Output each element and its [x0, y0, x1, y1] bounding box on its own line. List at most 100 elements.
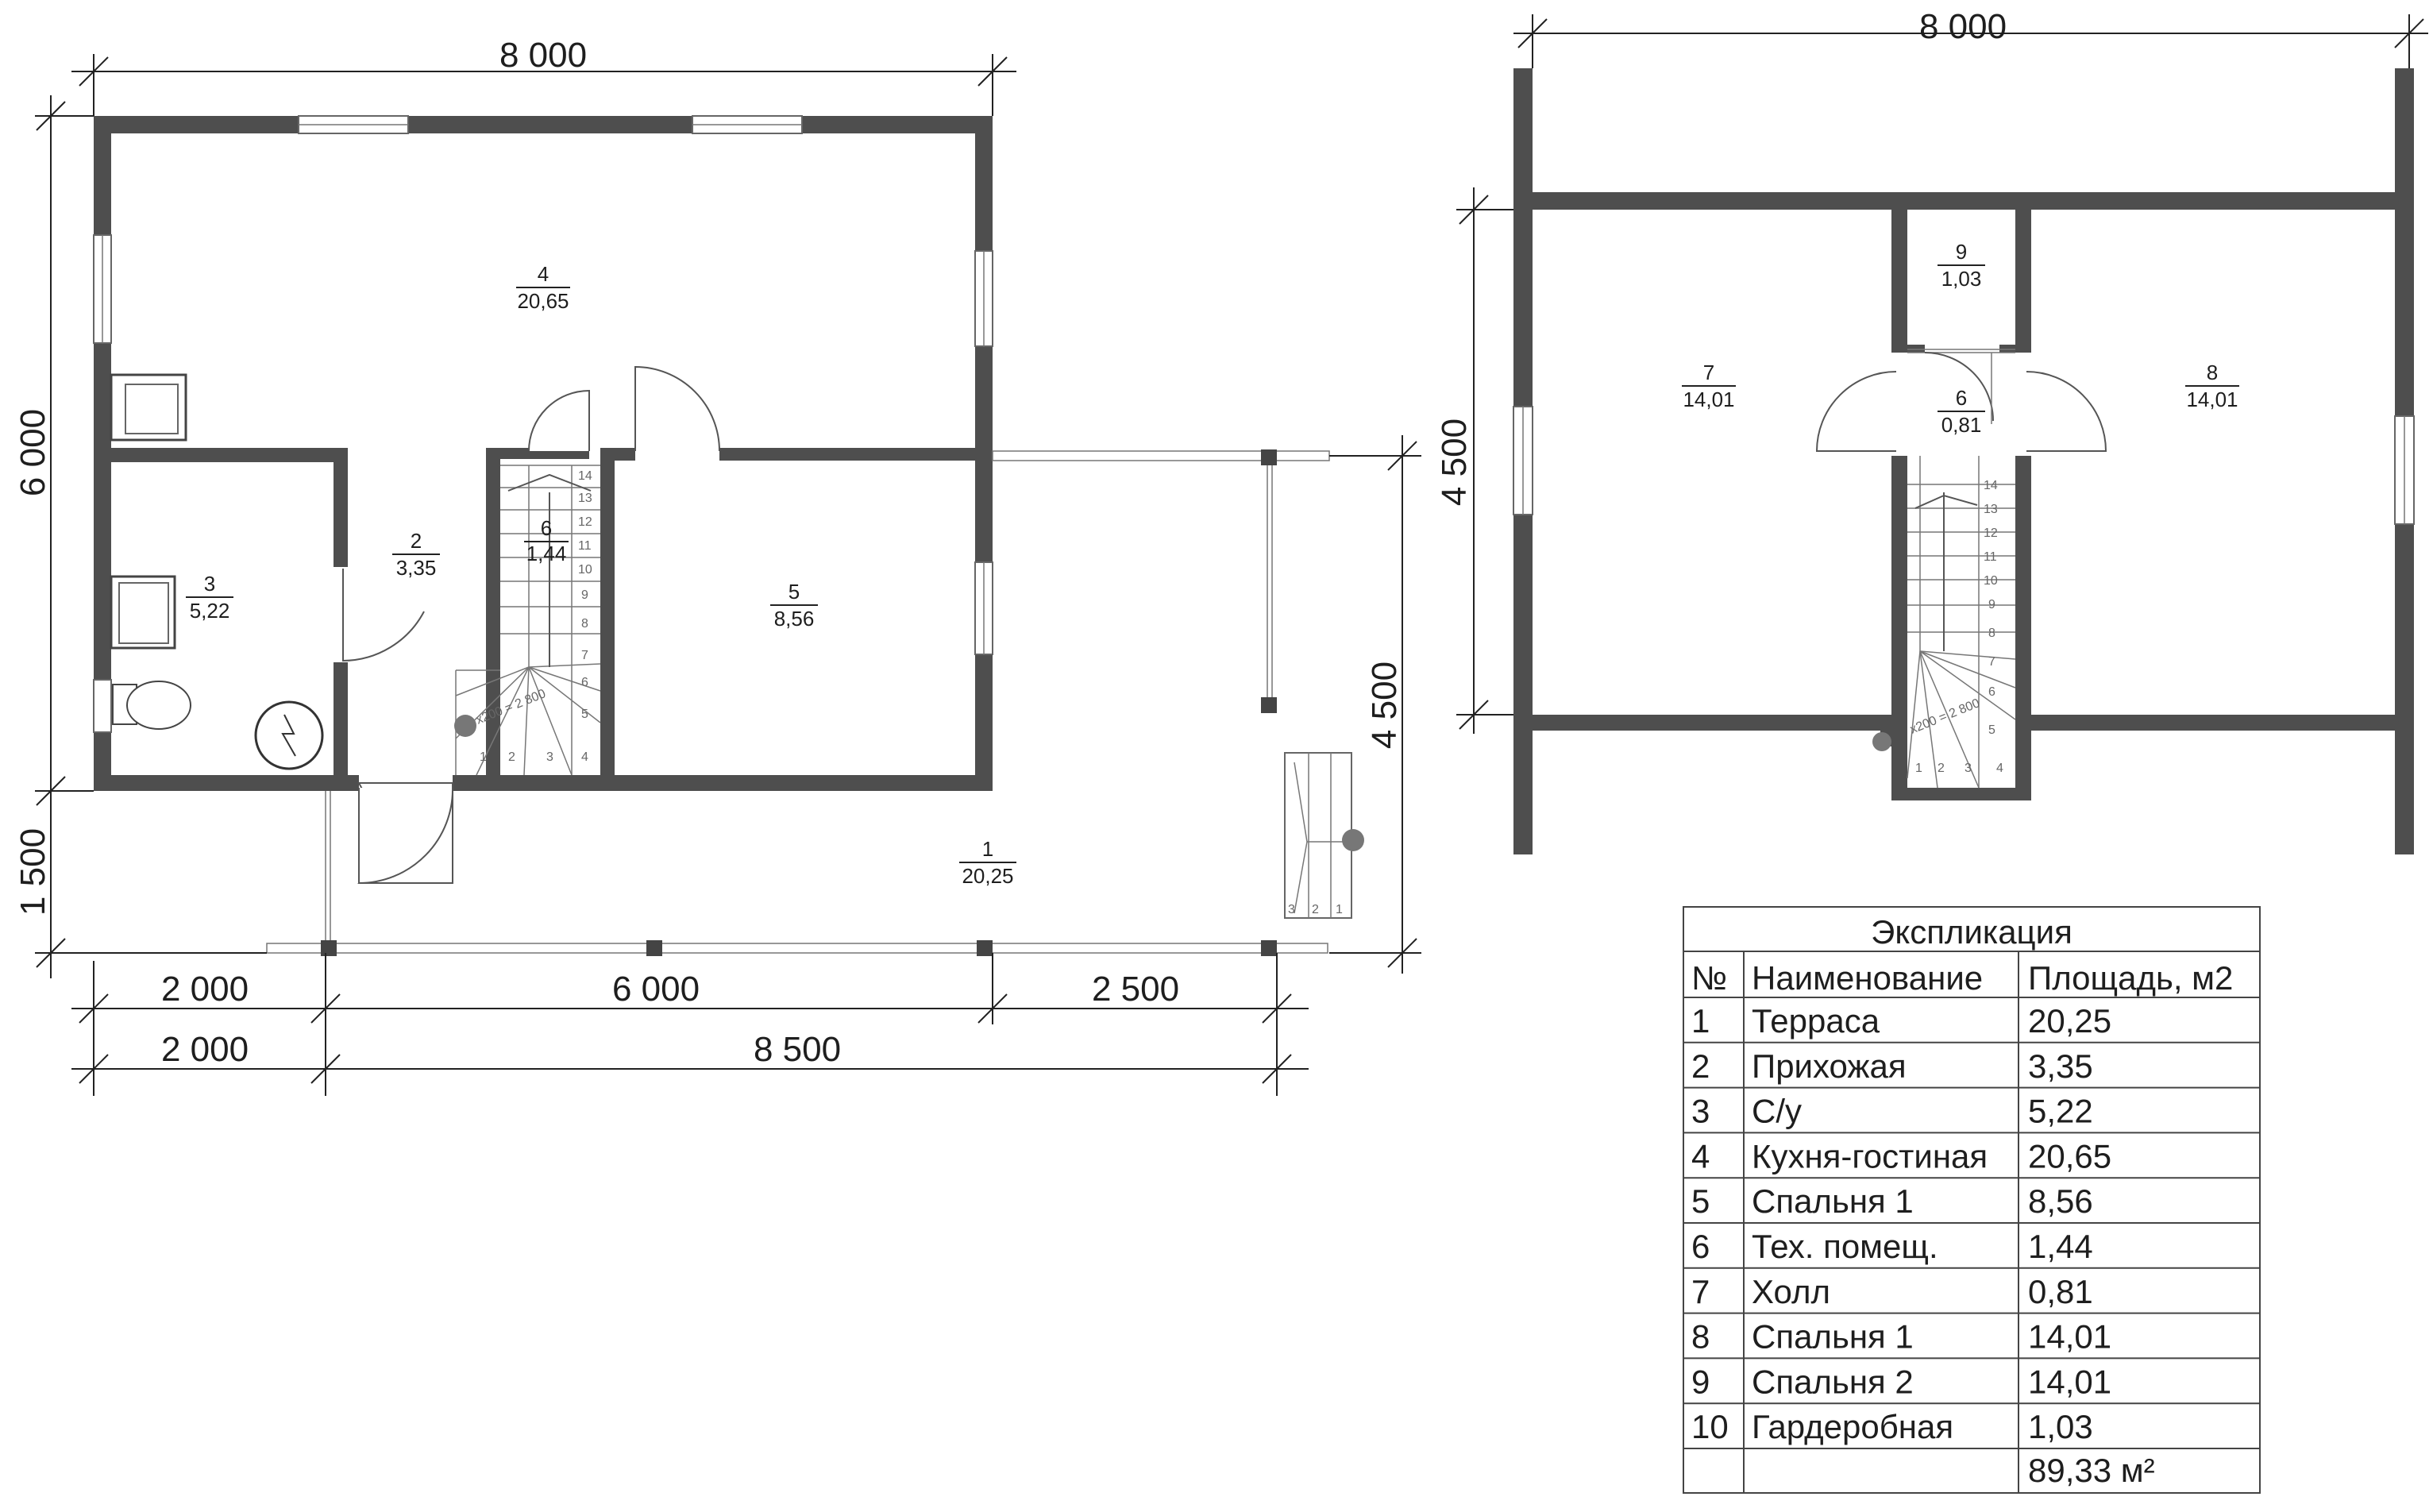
table-cell-area: 1,03 — [2028, 1408, 2093, 1445]
table-cell-name: Гардеробная — [1752, 1408, 1953, 1445]
svg-text:4: 4 — [538, 262, 549, 286]
table-cell-name: Тех. помещ. — [1752, 1228, 1938, 1265]
table-cell-name: С/у — [1752, 1093, 1802, 1130]
svg-text:3: 3 — [204, 572, 215, 596]
svg-text:9: 9 — [1956, 240, 1967, 264]
table-header-area: Площадь, м2 — [2028, 959, 2233, 997]
dim-left-height: 6 000 — [13, 409, 52, 496]
svg-text:10: 10 — [578, 563, 592, 577]
table-cell-area: 20,65 — [2028, 1137, 2111, 1174]
table-cell-num: 9 — [1691, 1363, 1710, 1400]
terrace-railing: 3 2 1 — [266, 449, 1364, 956]
table-cell-name: Терраса — [1752, 1002, 1880, 1040]
svg-text:1: 1 — [480, 750, 487, 764]
second-floor-plan: 8 000 — [1435, 7, 2428, 854]
table-title: Экспликация — [1871, 913, 2072, 951]
room-label-5: 5 8,56 — [770, 580, 818, 631]
svg-text:11: 11 — [1984, 550, 1997, 564]
svg-text:6: 6 — [1956, 386, 1967, 410]
table-cell-num: 4 — [1691, 1137, 1710, 1174]
svg-text:7: 7 — [1703, 361, 1714, 384]
svg-text:8: 8 — [2207, 361, 2218, 384]
table-header-name: Наименование — [1752, 959, 1983, 997]
svg-text:3: 3 — [546, 750, 553, 764]
svg-text:7: 7 — [1988, 655, 1995, 669]
room-label-6-hall: 6 0,81 — [1938, 386, 1985, 437]
svg-text:5: 5 — [1988, 723, 1995, 737]
svg-text:5: 5 — [789, 580, 800, 604]
table-cell-num: 10 — [1691, 1408, 1729, 1445]
table-cell-num: 2 — [1691, 1047, 1710, 1085]
svg-text:2: 2 — [1938, 762, 1945, 775]
explication-table: Экспликация № Наименование Площадь, м2 1… — [1683, 906, 2261, 1494]
svg-text:4: 4 — [1996, 762, 2003, 775]
table-cell-area: 3,35 — [2028, 1047, 2093, 1085]
dim-left-terrace-height: 4 500 — [1365, 662, 1404, 749]
stair-note-2: x200 = 2 800 — [1908, 696, 1982, 737]
svg-text:11: 11 — [578, 539, 592, 553]
table-cell-num: 6 — [1691, 1228, 1710, 1265]
svg-text:9: 9 — [1988, 598, 1995, 611]
svg-text:3,35: 3,35 — [396, 556, 437, 580]
svg-text:5,22: 5,22 — [190, 599, 230, 623]
table-cell-area: 5,22 — [2028, 1093, 2093, 1130]
table-cell-num: 8 — [1691, 1318, 1710, 1356]
svg-text:10: 10 — [1984, 574, 1998, 588]
svg-text:1: 1 — [982, 837, 993, 861]
svg-text:1: 1 — [1915, 762, 1922, 775]
porch-step-2: 2 — [1312, 903, 1319, 916]
room-label-3: 3 5,22 — [186, 572, 233, 623]
dim-left-terrace-depth: 1 500 — [13, 828, 52, 916]
svg-text:14,01: 14,01 — [1683, 388, 1734, 411]
svg-text:0,81: 0,81 — [1941, 413, 1982, 437]
table-cell-area: 0,81 — [2028, 1273, 2093, 1310]
dim-bottom-1-c: 2 500 — [1092, 970, 1179, 1009]
svg-text:1,44: 1,44 — [526, 542, 567, 565]
table-cell-num: 5 — [1691, 1182, 1710, 1220]
svg-text:5: 5 — [581, 708, 588, 721]
svg-text:1,03: 1,03 — [1941, 267, 1982, 291]
svg-text:8,56: 8,56 — [774, 607, 815, 631]
table-cell-area: 14,01 — [2028, 1363, 2111, 1400]
dim-right-top-width: 8 000 — [1919, 7, 2007, 46]
table-cell-area: 1,44 — [2028, 1228, 2093, 1265]
dim-bottom-1-a: 2 000 — [161, 970, 249, 1009]
svg-text:14: 14 — [578, 469, 592, 483]
svg-text:12: 12 — [1984, 526, 1998, 540]
svg-text:12: 12 — [578, 515, 592, 529]
table-cell-name: Кухня-гостиная — [1752, 1137, 1988, 1174]
table-header-num: № — [1691, 959, 1727, 997]
svg-text:8: 8 — [581, 617, 588, 631]
svg-text:6: 6 — [541, 516, 552, 540]
table-cell-num: 1 — [1691, 1002, 1710, 1040]
svg-text:9: 9 — [581, 588, 588, 602]
svg-text:13: 13 — [1984, 503, 1998, 516]
room-label-9: 9 1,03 — [1938, 240, 1985, 291]
svg-text:14: 14 — [1984, 479, 1998, 492]
table-cell-name: Прихожая — [1752, 1047, 1907, 1085]
dim-bottom-2-b: 8 500 — [754, 1030, 841, 1069]
table-cell-area: 20,25 — [2028, 1002, 2111, 1040]
table-cell-name: Холл — [1752, 1273, 1830, 1310]
room-label-8: 8 14,01 — [2185, 361, 2239, 411]
dim-bottom-1-b: 6 000 — [612, 970, 700, 1009]
svg-text:13: 13 — [578, 492, 592, 505]
table-cell-name: Спальня 1 — [1752, 1182, 1914, 1220]
svg-text:2: 2 — [411, 529, 422, 553]
first-floor-dimensions: 8 000 6 000 1 500 4 500 2 000 6 000 2 50… — [13, 36, 1421, 1096]
porch-step-1: 1 — [1336, 903, 1343, 916]
table-cell-num: 7 — [1691, 1273, 1710, 1310]
room-label-7: 7 14,01 — [1682, 361, 1736, 411]
svg-text:8: 8 — [1988, 627, 1995, 640]
table-cell-name: Спальня 2 — [1752, 1363, 1914, 1400]
svg-text:2: 2 — [508, 750, 515, 764]
table-cell-area: 8,56 — [2028, 1182, 2093, 1220]
room-label-2: 2 3,35 — [392, 529, 440, 580]
porch-step-3: 3 — [1288, 903, 1295, 916]
table-cell-name: Спальня 1 — [1752, 1318, 1914, 1356]
table-cell-area: 14,01 — [2028, 1318, 2111, 1356]
svg-text:6: 6 — [1988, 685, 1995, 699]
